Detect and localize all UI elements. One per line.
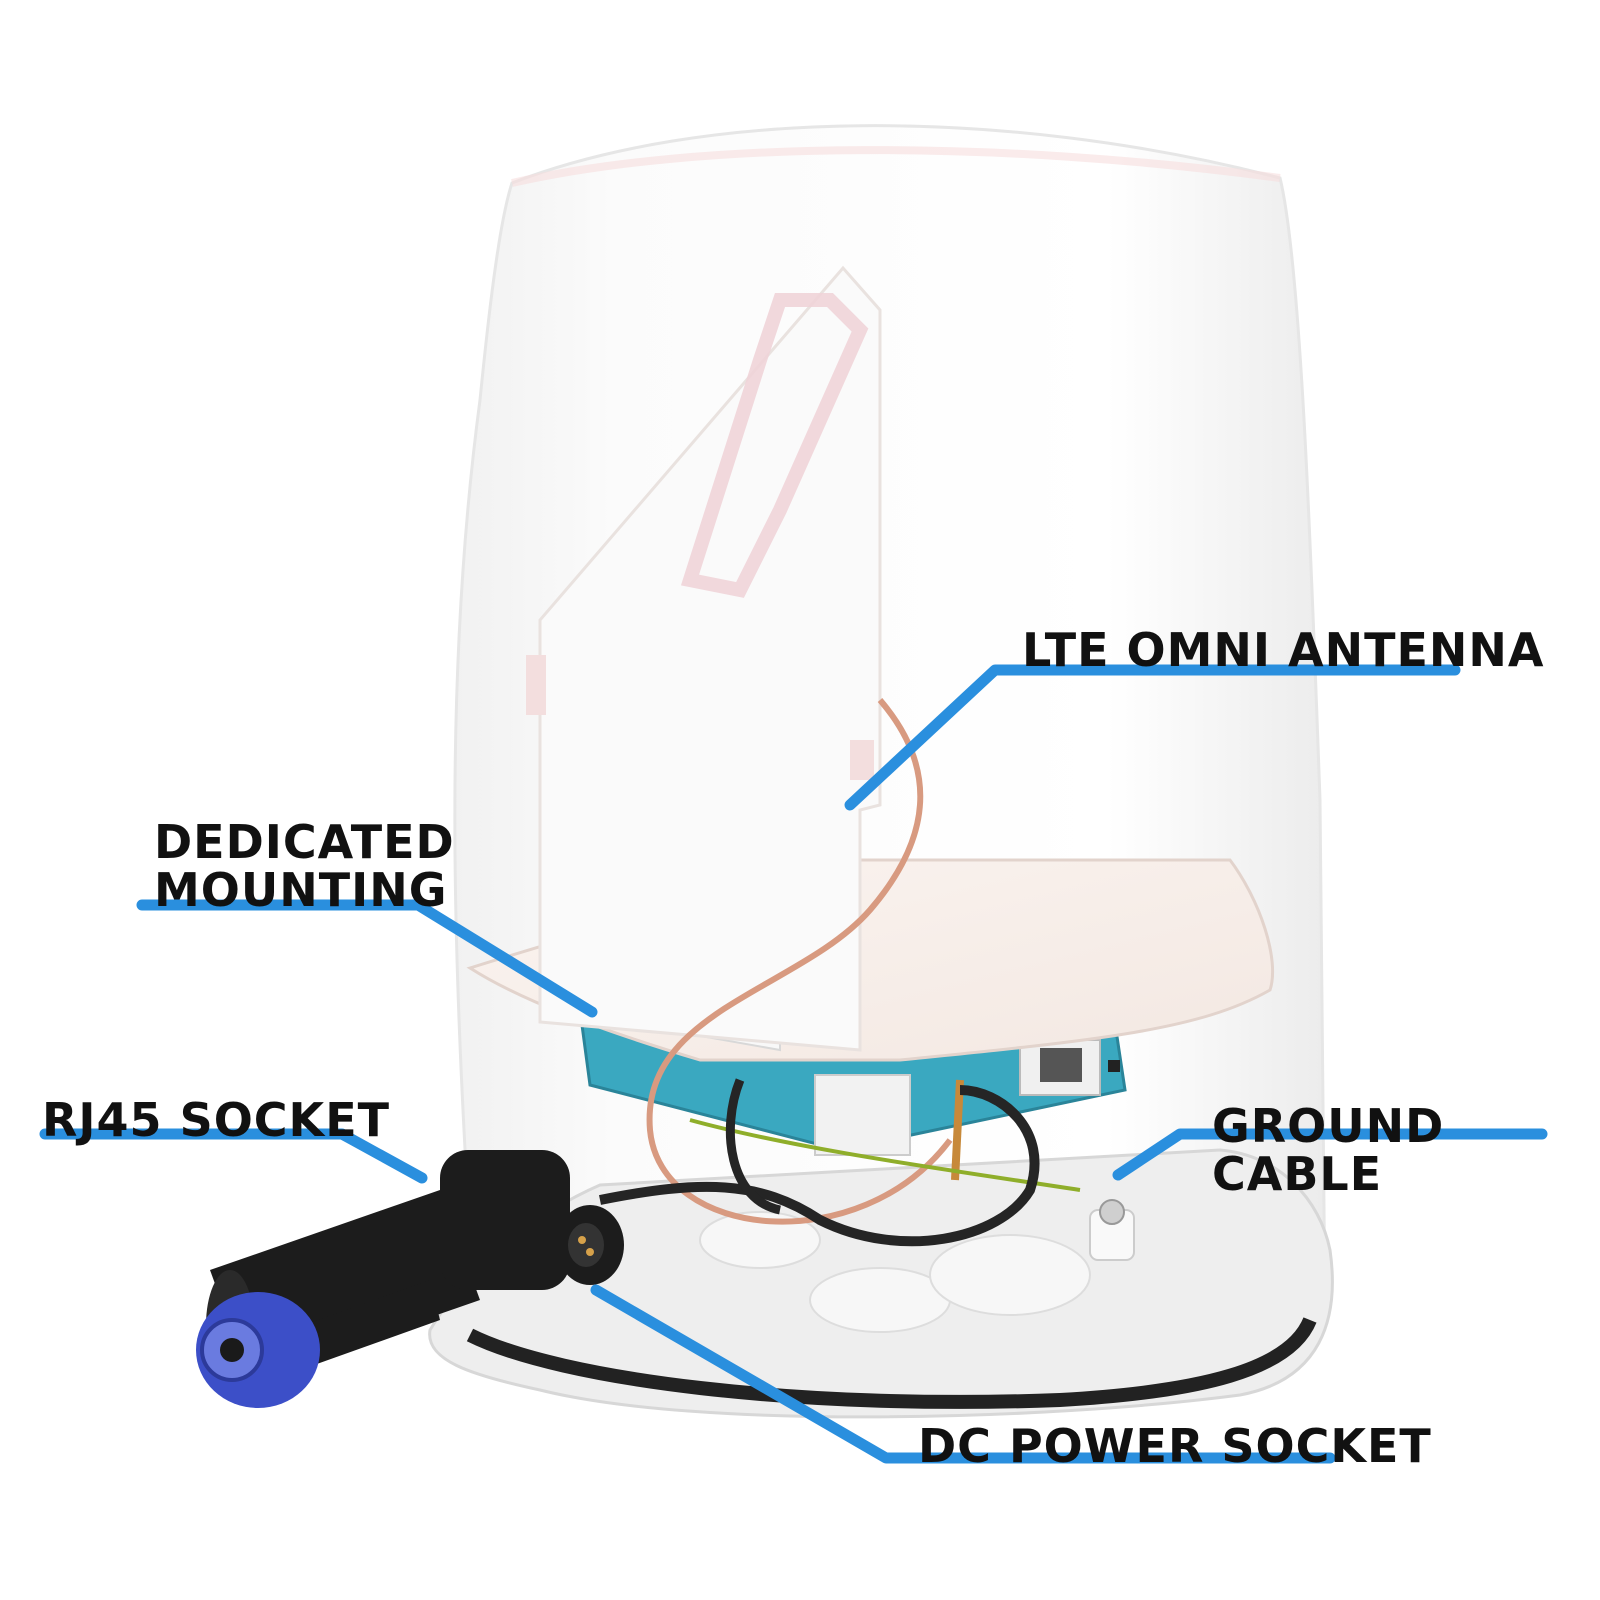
rj45-socket-label: RJ45 SOCKET bbox=[42, 1093, 391, 1147]
ground-cable-leader bbox=[1112, 1128, 1548, 1181]
dc-power-socket-leader bbox=[590, 1284, 1336, 1464]
ground-cable-label: GROUND CABLE bbox=[1212, 1099, 1445, 1201]
dc-connector bbox=[556, 1205, 624, 1285]
dc-power-socket-label: DC POWER SOCKET bbox=[918, 1419, 1432, 1473]
lte-omni-antenna-label: LTE OMNI ANTENNA bbox=[1022, 623, 1545, 677]
base-tray bbox=[428, 1148, 1334, 1419]
antenna-plate bbox=[526, 265, 882, 1052]
rj45-socket-leader bbox=[39, 1128, 428, 1184]
lte-antenna-leader bbox=[844, 664, 1461, 811]
dedicated-mounting-leader bbox=[136, 899, 598, 1018]
dedicated-mounting-label: DEDICATED MOUNTING bbox=[154, 815, 455, 917]
rj45-connector bbox=[196, 1150, 570, 1408]
leader-lines bbox=[39, 664, 1548, 1464]
cables bbox=[599, 698, 1081, 1247]
